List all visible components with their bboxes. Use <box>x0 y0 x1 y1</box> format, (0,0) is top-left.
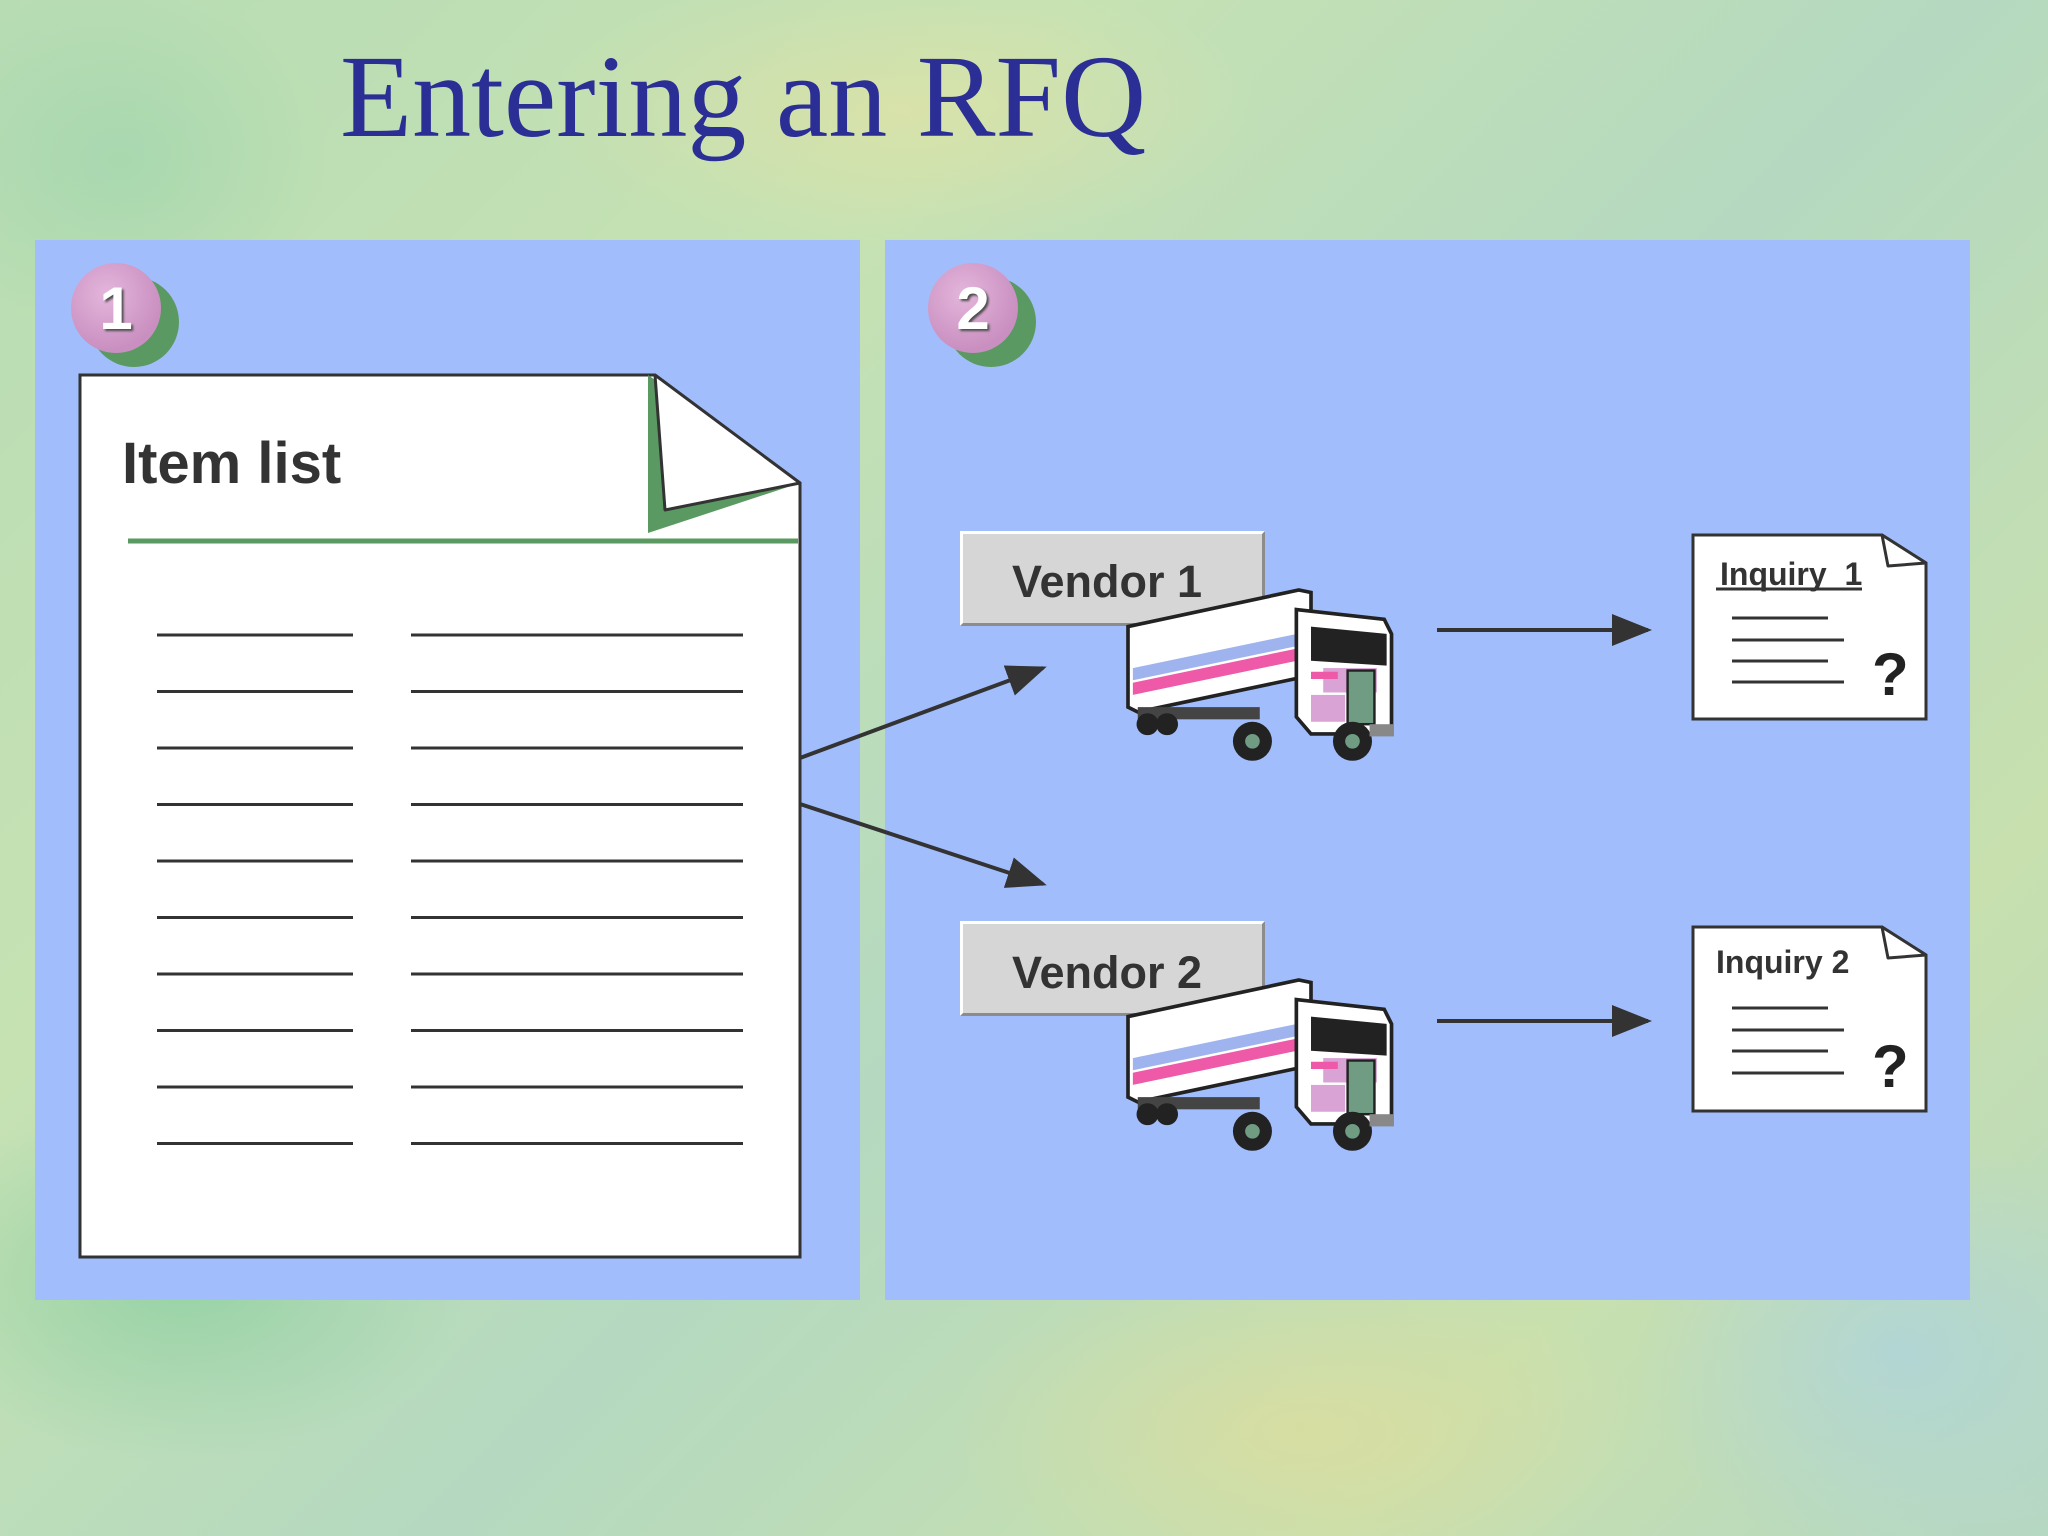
step-1-number: 1 <box>99 274 133 342</box>
truck-icon-2 <box>1128 980 1394 1151</box>
item-list-document <box>78 373 802 1259</box>
arrow-to-vendor-1 <box>799 665 1047 760</box>
inquiry-1-document <box>1691 533 1928 721</box>
inquiry-2-question-mark: ? <box>1872 1033 1909 1100</box>
inquiry-2-label: Inquiry 2 <box>1716 944 1850 980</box>
truck-icon-1 <box>1128 590 1394 761</box>
item-list-rows <box>157 633 743 1145</box>
vendor-1-label: Vendor 1 <box>1012 556 1203 607</box>
step-2-badge: 2 <box>928 263 1036 367</box>
slide-title: Entering an RFQ <box>340 31 1147 162</box>
step-2-number: 2 <box>956 274 990 342</box>
step-1-badge: 1 <box>71 263 179 367</box>
item-list-title: Item list <box>122 431 342 496</box>
inquiry-1-question-mark: ? <box>1872 641 1909 708</box>
arrow-to-vendor-2 <box>799 802 1047 888</box>
inquiry-2-document <box>1691 925 1928 1113</box>
step-2-panel <box>885 240 1970 1300</box>
inquiry-1-label: Inquiry 1 <box>1720 556 1863 592</box>
vendor-2-label: Vendor 2 <box>1012 947 1203 998</box>
